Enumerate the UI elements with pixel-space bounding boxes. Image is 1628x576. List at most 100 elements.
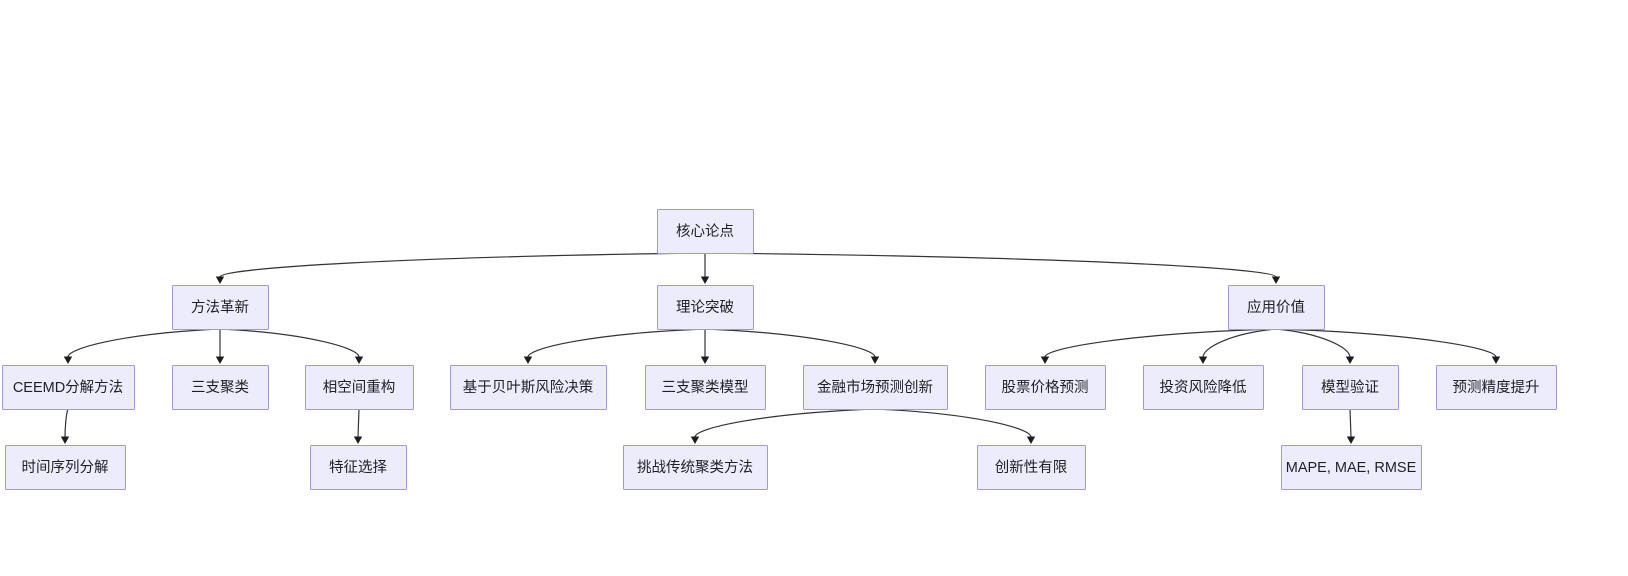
node-label: 预测精度提升 (1453, 379, 1540, 396)
node-box[interactable] (172, 285, 269, 330)
edge-line (67, 328, 221, 358)
edge-arrowhead (353, 436, 363, 444)
node-label: 核心论点 (676, 223, 734, 240)
node-box[interactable] (1436, 365, 1557, 410)
edge-arrowhead (215, 276, 225, 284)
node-stock[interactable]: 股票价格预测 (985, 365, 1106, 410)
node-label: 理论突破 (676, 299, 734, 316)
edge-line (527, 328, 706, 358)
edge-line (1275, 328, 1497, 358)
edge-theory-to-three_model (700, 329, 710, 364)
node-box[interactable] (5, 445, 126, 490)
node-box[interactable] (305, 365, 414, 410)
node-ceemd[interactable]: CEEMD分解方法 (2, 365, 135, 410)
edge-phase-to-feature (353, 408, 363, 444)
node-label: 三支聚类模型 (662, 379, 749, 396)
edge-arrowhead (700, 276, 710, 284)
edge-line (219, 252, 706, 278)
node-method[interactable]: 方法革新 (172, 285, 269, 330)
edge-line (64, 408, 69, 438)
node-box[interactable] (657, 209, 754, 254)
node-bayes[interactable]: 基于贝叶斯风险决策 (450, 365, 607, 410)
node-box[interactable] (985, 365, 1106, 410)
node-box[interactable] (803, 365, 948, 410)
edge-theory-to-bayes (523, 328, 706, 364)
edge-arrowhead (1346, 436, 1356, 444)
edge-application-to-validate (1275, 328, 1355, 364)
edge-finance-to-limited (874, 408, 1036, 444)
node-label: 特征选择 (329, 459, 387, 476)
node-box[interactable] (1302, 365, 1399, 410)
edge-root-to-application (704, 252, 1281, 284)
node-finance[interactable]: 金融市场预测创新 (803, 365, 948, 410)
node-box[interactable] (1281, 445, 1422, 490)
edge-arrowhead (1491, 356, 1501, 364)
node-label: MAPE, MAE, RMSE (1286, 460, 1417, 476)
node-label: 三支聚类 (191, 379, 249, 396)
edge-arrowhead (354, 356, 364, 364)
edge-arrowhead (1345, 356, 1355, 364)
edge-arrowhead (1271, 276, 1281, 284)
node-feature[interactable]: 特征选择 (310, 445, 407, 490)
node-box[interactable] (1228, 285, 1325, 330)
edge-method-to-ceemd (63, 328, 221, 364)
edge-line (1044, 328, 1277, 358)
node-box[interactable] (172, 365, 269, 410)
node-theory[interactable]: 理论突破 (657, 285, 754, 330)
edge-application-to-accuracy (1275, 328, 1501, 364)
edge-ceemd-to-ts_decomp (60, 408, 70, 444)
node-label: 挑战传统聚类方法 (637, 459, 753, 476)
edge-arrowhead (870, 356, 880, 364)
edge-arrowhead (690, 436, 700, 444)
edge-arrowhead (523, 356, 533, 364)
node-box[interactable] (2, 365, 135, 410)
node-box[interactable] (977, 445, 1086, 490)
edge-application-to-risk (1198, 328, 1277, 364)
node-risk[interactable]: 投资风险降低 (1143, 365, 1264, 410)
node-challenge[interactable]: 挑战传统聚类方法 (623, 445, 768, 490)
edge-arrowhead (215, 356, 225, 364)
edges-layer (60, 252, 1501, 444)
node-limited[interactable]: 创新性有限 (977, 445, 1086, 490)
node-label: 基于贝叶斯风险决策 (463, 379, 594, 396)
edge-line (1275, 328, 1351, 358)
node-root[interactable]: 核心论点 (657, 209, 754, 254)
edge-arrowhead (63, 356, 73, 364)
node-application[interactable]: 应用价值 (1228, 285, 1325, 330)
edge-line (219, 328, 360, 358)
node-metrics[interactable]: MAPE, MAE, RMSE (1281, 445, 1422, 490)
edge-arrowhead (1198, 356, 1208, 364)
node-accuracy[interactable]: 预测精度提升 (1436, 365, 1557, 410)
node-box[interactable] (645, 365, 766, 410)
edge-line (874, 408, 1032, 438)
node-phase[interactable]: 相空间重构 (305, 365, 414, 410)
node-label: 投资风险降低 (1160, 379, 1247, 396)
edge-application-to-stock (1040, 328, 1277, 364)
node-label: 金融市场预测创新 (817, 379, 933, 396)
node-three_model[interactable]: 三支聚类模型 (645, 365, 766, 410)
edge-line (1202, 328, 1277, 358)
node-three_way[interactable]: 三支聚类 (172, 365, 269, 410)
node-label: 相空间重构 (323, 379, 396, 396)
edge-line (704, 252, 1277, 278)
edge-line (1349, 408, 1352, 438)
edge-theory-to-finance (704, 328, 880, 364)
edge-root-to-theory (700, 253, 710, 284)
node-label: 时间序列分解 (22, 459, 109, 476)
node-label: 方法革新 (191, 299, 249, 316)
edge-validate-to-metrics (1346, 408, 1356, 444)
node-label: 股票价格预测 (1002, 379, 1089, 396)
node-box[interactable] (450, 365, 607, 410)
node-box[interactable] (623, 445, 768, 490)
node-ts_decomp[interactable]: 时间序列分解 (5, 445, 126, 490)
node-validate[interactable]: 模型验证 (1302, 365, 1399, 410)
node-box[interactable] (657, 285, 754, 330)
node-box[interactable] (1143, 365, 1264, 410)
node-box[interactable] (310, 445, 407, 490)
edge-arrowhead (60, 436, 70, 444)
edge-finance-to-challenge (690, 408, 876, 444)
edge-line (357, 408, 360, 438)
edge-method-to-three_way (215, 329, 225, 364)
edge-line (694, 408, 876, 438)
